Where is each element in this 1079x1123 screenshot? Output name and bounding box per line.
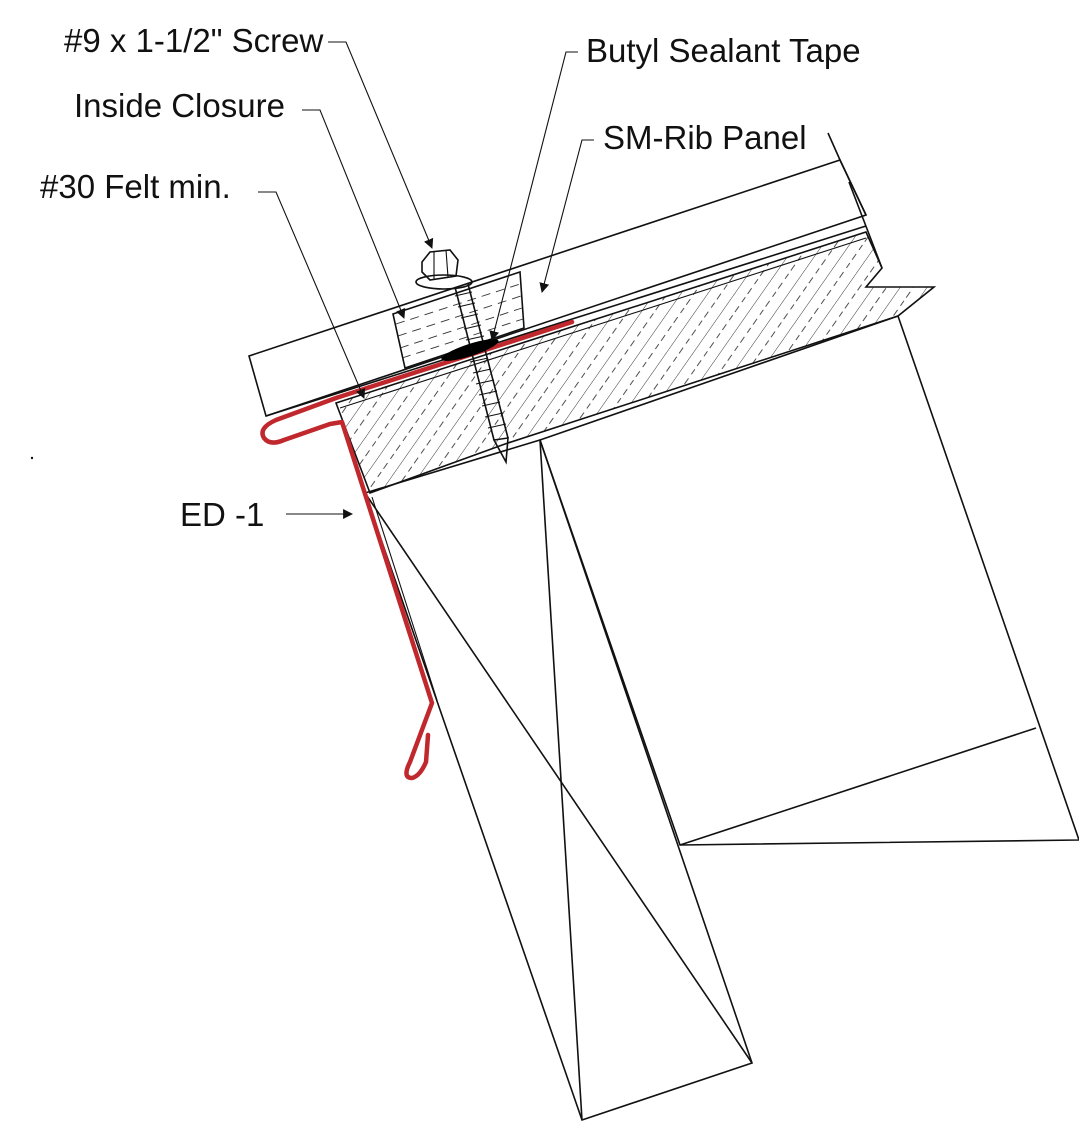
truss-diagonal-left [364, 492, 753, 1064]
label-sm-rib-panel: SM-Rib Panel [603, 119, 807, 156]
leader-screw [328, 41, 434, 249]
leader-felt [258, 191, 366, 399]
roof-deck [334, 231, 937, 495]
screw-head-icon [421, 249, 459, 281]
sm-rib-panel [248, 132, 883, 418]
fascia-inner-edge [371, 496, 438, 701]
panel-rib-edge [839, 159, 867, 216]
inside-closure [392, 270, 525, 370]
screw-shank [454, 283, 509, 465]
label-ed-1: ED -1 [180, 496, 264, 533]
ed-1-trim-profile [260, 319, 575, 781]
leader-closure [302, 109, 406, 319]
rafter-body [538, 314, 1079, 846]
ed-1-edge-trim [260, 319, 575, 781]
structure-framing [363, 314, 1079, 1122]
truss-diagonal-right [539, 439, 583, 1121]
label-felt: #30 Felt min. [40, 168, 231, 205]
butyl-sealant-bead [441, 339, 499, 361]
panel-lower-skin [265, 225, 867, 417]
label-screw: #9 x 1-1/2" Screw [64, 22, 323, 59]
rafter-cut-line [679, 727, 1037, 846]
felt-underlayment [339, 237, 867, 409]
callout-labels: #9 x 1-1/2" Screw Butyl Sealant Tape Ins… [40, 22, 861, 533]
screw-washer [415, 274, 473, 290]
panel-top-break [827, 132, 841, 161]
screw-fastener [415, 249, 509, 465]
label-butyl: Butyl Sealant Tape [586, 32, 861, 69]
leader-butyl [489, 51, 578, 341]
leader-panel [539, 139, 594, 293]
stray-mark [30, 456, 34, 460]
roof-deck-outline [334, 231, 937, 495]
label-inside-closure: Inside Closure [74, 87, 285, 124]
fascia-board [363, 439, 754, 1122]
leader-lines [258, 41, 594, 519]
panel-end-cut [848, 181, 883, 269]
